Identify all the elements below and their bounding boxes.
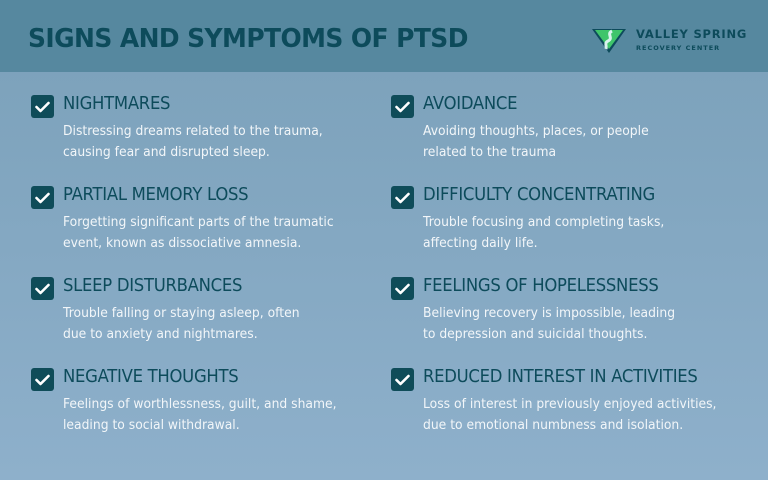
symptom-title: SLEEP DISTURBANCES — [63, 276, 243, 296]
symptom-title: AVOIDANCE — [423, 94, 518, 114]
symptom-title: NEGATIVE THOUGHTS — [63, 367, 239, 387]
symptom-description: Believing recovery is impossible, leadin… — [423, 306, 676, 342]
checkbox-checked-icon — [391, 95, 414, 118]
header-band: SIGNS AND SYMPTOMS OF PTSD VALLEY SPRING… — [0, 0, 768, 72]
brand-logo: VALLEY SPRING RECOVERY CENTER — [592, 27, 747, 53]
checkbox-checked-icon — [391, 186, 414, 209]
page-title: SIGNS AND SYMPTOMS OF PTSD — [28, 24, 468, 54]
symptom-title: NIGHTMARES — [63, 94, 171, 114]
symptom-description: Distressing dreams related to the trauma… — [63, 124, 323, 160]
symptom-description: Feelings of worthlessness, guilt, and sh… — [63, 397, 337, 433]
logo-subtitle: RECOVERY CENTER — [636, 43, 721, 52]
checkbox-checked-icon — [31, 186, 54, 209]
symptom-title: FEELINGS OF HOPELESSNESS — [423, 276, 659, 296]
symptom-description: Trouble falling or staying asleep, often… — [63, 306, 300, 342]
checkbox-checked-icon — [31, 277, 54, 300]
symptom-title: REDUCED INTEREST IN ACTIVITIES — [423, 367, 698, 387]
symptom-description: Trouble focusing and completing tasks, a… — [423, 215, 665, 251]
symptom-description: Loss of interest in previously enjoyed a… — [423, 397, 717, 433]
checkbox-checked-icon — [391, 368, 414, 391]
checkbox-checked-icon — [31, 95, 54, 118]
symptom-description: Forgetting significant parts of the trau… — [63, 215, 334, 251]
symptom-title: DIFFICULTY CONCENTRATING — [423, 185, 655, 205]
checkbox-checked-icon — [31, 368, 54, 391]
logo-name: VALLEY SPRING — [636, 27, 748, 41]
checkbox-checked-icon — [391, 277, 414, 300]
symptom-title: PARTIAL MEMORY LOSS — [63, 185, 249, 205]
symptom-description: Avoiding thoughts, places, or people rel… — [423, 124, 649, 160]
valley-spring-logo-icon — [592, 29, 626, 53]
